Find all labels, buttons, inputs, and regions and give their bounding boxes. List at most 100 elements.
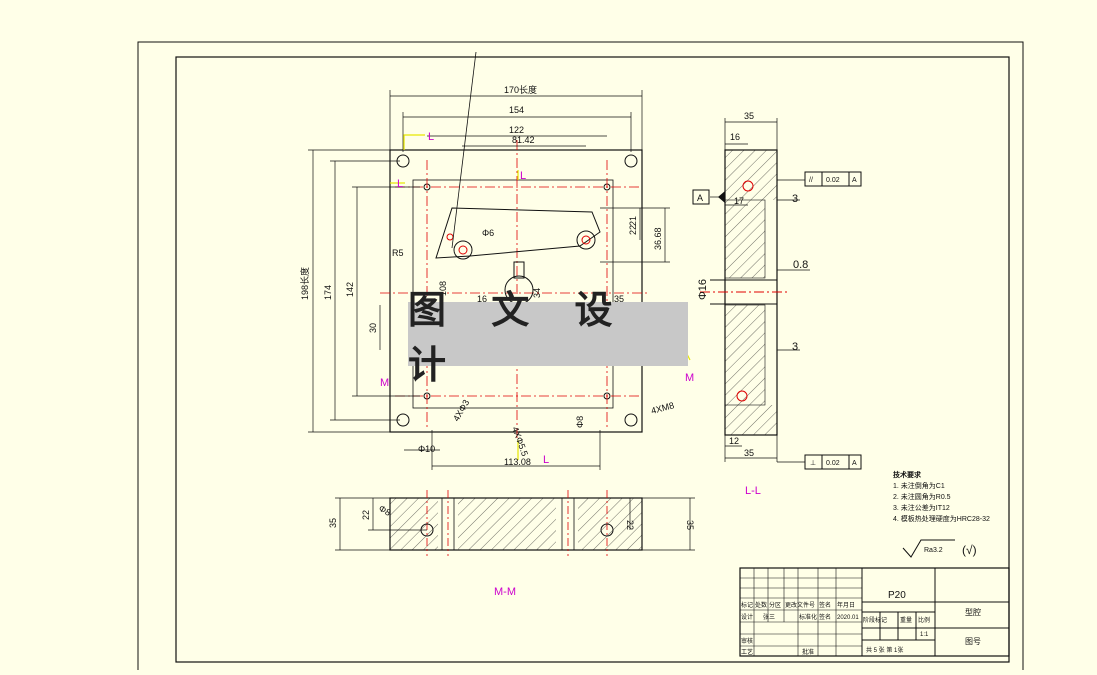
- side-dim-phi16: Φ16: [697, 279, 709, 300]
- side-dim-lines: [710, 118, 810, 463]
- dim-4xm8: 4XM8: [650, 400, 675, 416]
- tech-notes-title: 技术要求: [893, 470, 922, 479]
- pin-hole-right: [576, 230, 596, 250]
- dim-phi8: Φ8: [575, 416, 585, 428]
- side-dim-17: 17: [734, 196, 744, 206]
- leader-line: [451, 51, 477, 249]
- front-centerlines: [426, 490, 608, 556]
- dim-phi6: Φ6: [482, 228, 494, 238]
- front-hatch-1: [390, 498, 438, 550]
- tb-designer: 张三: [763, 613, 775, 621]
- dim-4x-phi5-5: 4XΦ5.5: [510, 425, 530, 457]
- tech-note-4: 4. 模板热处理硬度为HRC28-32: [893, 514, 990, 523]
- tb-standard: 标准化: [799, 613, 817, 621]
- front-hatch-2: [458, 498, 556, 550]
- front-dim-22-right: 22: [625, 520, 635, 530]
- dim-30: 30: [368, 323, 378, 333]
- datum-label: A: [697, 193, 703, 203]
- front-dim-lines: [335, 497, 695, 551]
- tb-stage: 阶段标记: [863, 616, 887, 624]
- tb-sign2: 签名: [819, 613, 831, 621]
- part-name: P20: [888, 590, 906, 601]
- tech-notes: 技术要求 1. 未注倒角为C1 2. 未注圆角为R0.5 3. 未注公差为IT1…: [893, 470, 990, 523]
- tb-review: 审核: [741, 637, 753, 645]
- tb-mark: 标记: [741, 601, 753, 609]
- dim-170: 170长度: [504, 84, 537, 95]
- section-m-right: M: [685, 372, 694, 384]
- side-hatch-top: [725, 150, 777, 200]
- tb-sign: 签名: [819, 601, 831, 609]
- roughness-symbol: Ra3.2 (√): [902, 539, 977, 558]
- tol-top-symbol: //: [809, 177, 813, 184]
- tb-weight: 重量: [900, 616, 912, 624]
- dim-35: 35: [614, 294, 624, 304]
- tol-bottom-value: 0.02: [826, 460, 840, 467]
- side-hatch-upper: [724, 199, 766, 279]
- side-dim-12: 12: [729, 436, 739, 446]
- top-dim-lines: [389, 90, 643, 470]
- dim-108: 108: [438, 281, 448, 296]
- tb-zone: 分区: [769, 601, 781, 609]
- tech-note-2: 2. 未注圆角为R0.5: [893, 492, 951, 501]
- dim-81-42: 81.42: [512, 135, 535, 145]
- dim-16: 16: [477, 294, 487, 304]
- tol-bottom-ref: A: [852, 460, 857, 467]
- tb-approve: 批准: [802, 648, 814, 656]
- tb-date: 年月日: [837, 601, 855, 609]
- left-dim-lines: [308, 149, 670, 433]
- roughness-value: Ra3.2: [924, 547, 943, 554]
- dim-22: 22: [628, 225, 638, 235]
- side-dim-16: 16: [730, 132, 740, 142]
- centerlines: [380, 140, 650, 440]
- pin-hole-left-center: [458, 245, 468, 255]
- pin-hole-right-center: [581, 235, 591, 245]
- dim-r5: R5: [392, 248, 404, 258]
- dim-198: 198长度: [299, 267, 310, 300]
- side-hole-bottom: [736, 390, 748, 402]
- small-hole: [446, 233, 454, 241]
- tol-top-ref: A: [852, 177, 857, 184]
- dim-142: 142: [345, 282, 355, 297]
- dim-phi10: Φ10: [418, 444, 435, 454]
- pin-hole-left: [453, 240, 473, 260]
- section-l-left: L: [397, 178, 403, 190]
- front-hatch-3: [578, 498, 642, 550]
- cavity-outline: [412, 179, 614, 409]
- section-l-mid: L: [520, 170, 526, 182]
- side-dim-0-8: 0.8: [793, 259, 808, 271]
- section-label-ll: L-L: [745, 485, 761, 497]
- roughness-mark: (√): [962, 543, 977, 557]
- tb-scale-value: 1:1: [920, 632, 929, 638]
- sheet-inner-border: [175, 56, 1010, 663]
- dim-36-68: 36.68: [653, 227, 663, 250]
- front-dim-35-right: 35: [685, 520, 695, 530]
- side-dim-35-top: 35: [744, 111, 754, 121]
- front-pins: [441, 498, 575, 550]
- watermark-banner: 图 文 设 计: [408, 287, 688, 387]
- section-l-top: L: [428, 131, 434, 143]
- plate-outline: [389, 149, 643, 433]
- side-dim-35-bottom: 35: [744, 448, 754, 458]
- front-hole-right: [600, 523, 614, 537]
- tb-change: 更改文件号: [785, 601, 815, 609]
- top-view: 170长度 154 122 81.42 198长度 174 142 30 108…: [299, 51, 694, 470]
- side-hole-top: [742, 180, 754, 192]
- front-view: 35 22 Φ8 22 35 M-M: [328, 490, 695, 598]
- dim-174: 174: [323, 285, 333, 300]
- tb-sheets: 共 5 张 第 1张: [866, 646, 903, 654]
- front-dim-35-left: 35: [328, 518, 338, 528]
- tb-count: 处数: [755, 601, 767, 609]
- part-profile: [435, 207, 601, 259]
- tech-note-3: 3. 未注公差为IT12: [893, 503, 950, 512]
- tol-frame-bottom: ⊥ 0.02 A: [804, 454, 862, 470]
- datum-triangle: [718, 191, 725, 203]
- front-dim-22-left: 22: [361, 510, 371, 520]
- title-block: [739, 567, 1010, 657]
- tb-design: 设计: [741, 613, 753, 621]
- watermark-text: 图 文 设 计: [408, 287, 629, 387]
- side-hatch-bottom: [725, 405, 777, 435]
- dim-154: 154: [509, 105, 524, 115]
- dim-122: 122: [509, 125, 524, 135]
